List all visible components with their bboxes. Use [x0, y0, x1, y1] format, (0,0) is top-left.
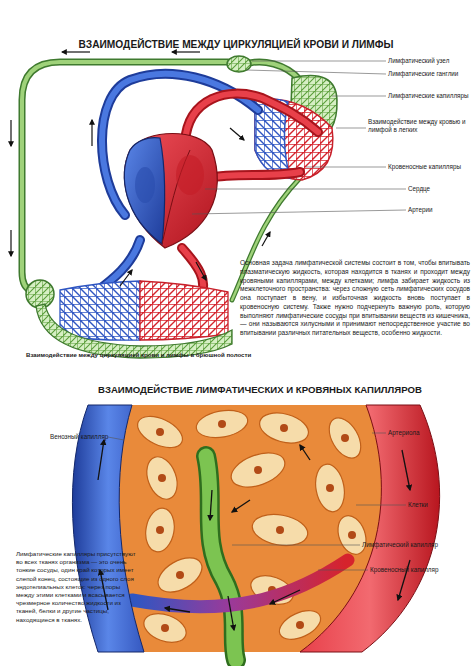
part-label: Венозный капилляр	[50, 433, 108, 441]
figure-caption: Взаимодействие между циркуляцией крови и…	[26, 351, 251, 359]
part-label: Взаимодействие между кровью и лимфой в л…	[368, 118, 470, 134]
arteriole	[300, 405, 440, 652]
main-title: ВЗАИМОДЕЙСТВИЕ МЕЖДУ ЦИРКУЛЯЦИЕЙ КРОВИ И…	[66, 38, 406, 51]
leader-lines	[108, 433, 406, 570]
part-label: Клетки	[408, 501, 428, 509]
lymph-capillary	[206, 456, 236, 660]
body-text: Лимфатические капилляры присутствуют во …	[16, 550, 136, 624]
veins	[96, 74, 258, 292]
part-label: Лимфатический капилляр	[362, 541, 438, 549]
part-label: Лимфатические ганглии	[388, 70, 458, 78]
leader-lines	[192, 61, 406, 214]
part-label: Кровеносный капилляр	[370, 566, 438, 574]
heart	[124, 134, 217, 249]
venous-capillary	[72, 405, 144, 652]
part-label: Лимфатические капилляры	[388, 92, 469, 100]
flow-arrows	[98, 440, 410, 630]
section-title: ВЗАИМОДЕЙСТВИЕ ЛИМФАТИЧЕСКИХ И КРОВЯНЫХ …	[80, 384, 440, 396]
flow-arrows	[11, 52, 270, 286]
blood-capillaries	[60, 281, 140, 340]
blood-capillary	[132, 560, 348, 607]
part-label: Лимфатический узел	[388, 57, 449, 65]
lymph-node	[227, 56, 251, 72]
part-label: Артерии	[408, 206, 432, 214]
lymph-node	[26, 280, 54, 308]
part-label: Артериола	[388, 429, 419, 437]
lymph-capillaries	[36, 304, 232, 358]
cells	[133, 407, 371, 648]
blood-capillaries	[140, 281, 228, 340]
part-label: Сердце	[408, 185, 430, 193]
body-text: Основная задача лимфатической системы со…	[240, 259, 470, 338]
part-label: Кровеносные капилляры	[388, 163, 461, 171]
